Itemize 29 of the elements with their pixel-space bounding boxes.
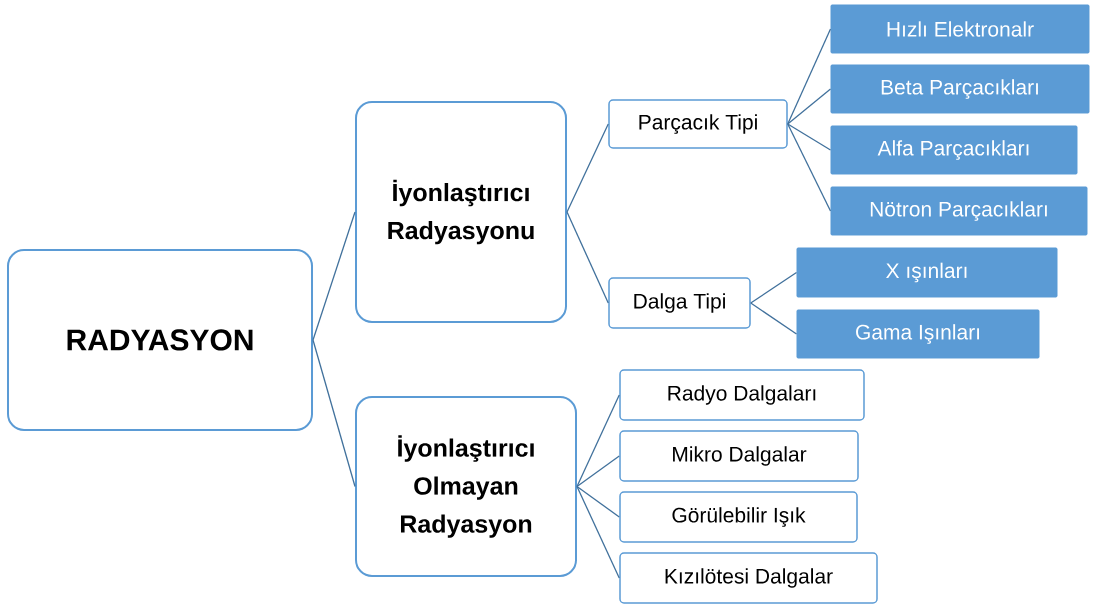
leaf-box: Beta Parçacıkları [830, 64, 1090, 114]
connector-line [576, 455, 620, 488]
connector-line [576, 485, 620, 579]
subcategory-box: Görülebilir Işık [619, 491, 858, 543]
connector-line [787, 123, 832, 212]
subcategory-box: Mikro Dalgalar [619, 430, 859, 482]
connector-line [787, 123, 832, 151]
leaf-box: Gama Işınları [796, 309, 1040, 359]
connector-line [576, 394, 620, 488]
subcategory-box: Dalga Tipi [608, 277, 751, 329]
connector-line [750, 271, 798, 304]
leaf-box: Nötron Parçacıkları [830, 186, 1088, 236]
connector-line [787, 28, 832, 125]
category-box: İyonlaştırıcı Radyasyonu [355, 101, 567, 323]
leaf-box: Hızlı Elektronalr [830, 4, 1090, 54]
leaf-box: X ışınları [796, 247, 1058, 298]
leaf-box: Alfa Parçacıkları [830, 125, 1078, 175]
connector-line [566, 123, 609, 213]
connector-line [312, 339, 356, 488]
subcategory-box: Radyo Dalgaları [619, 369, 865, 421]
connector-line [787, 88, 832, 125]
connector-line [566, 211, 609, 304]
subcategory-box: Parçacık Tipi [608, 99, 788, 149]
connector-line [576, 485, 620, 518]
category-box: İyonlaştırıcı Olmayan Radyasyon [355, 396, 577, 577]
root-box: RADYASYON [7, 249, 313, 431]
connector-line [312, 211, 356, 341]
subcategory-box: Kızılötesi Dalgalar [619, 552, 878, 604]
connector-line [750, 302, 798, 335]
